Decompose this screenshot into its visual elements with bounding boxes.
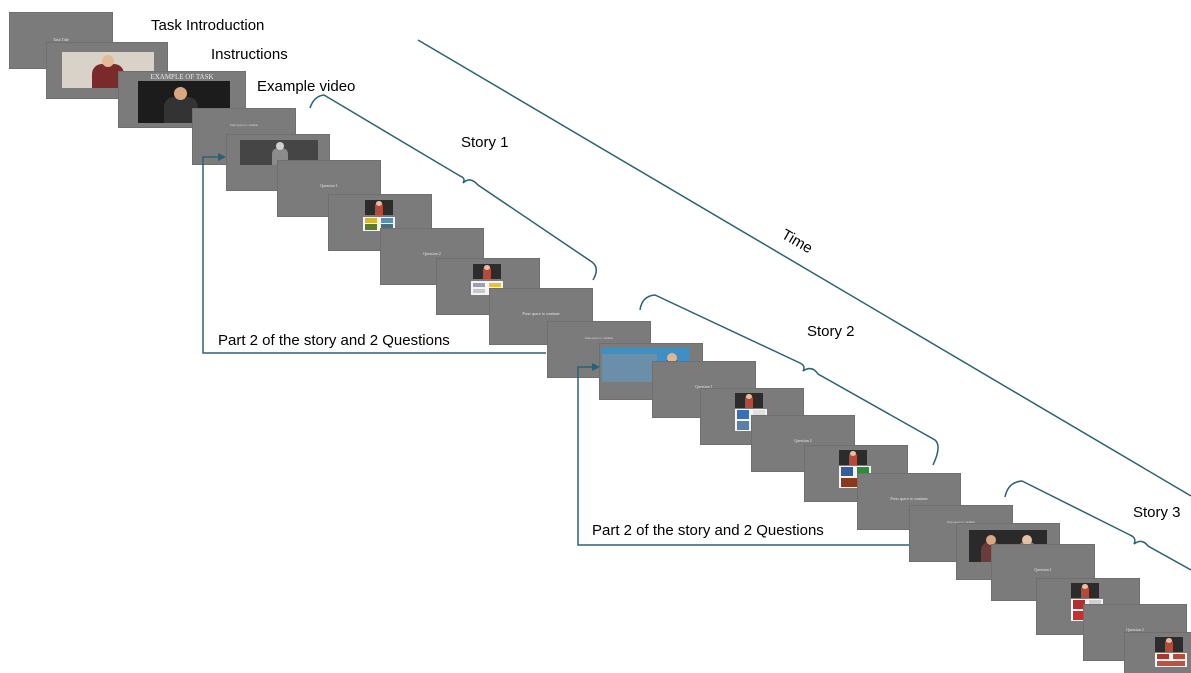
story3-brace <box>1004 480 1191 571</box>
story1-video-frame <box>240 140 318 165</box>
story1-loop-arrowhead <box>218 153 226 161</box>
slide-intro-title: Task Title <box>53 37 69 42</box>
signer-head <box>986 535 996 545</box>
signer-figure <box>272 148 288 165</box>
signer-thumbnail <box>365 200 393 215</box>
label-part2-story2: Part 2 of the story and 2 Questions <box>592 522 824 539</box>
question2-label: Question 2 <box>794 438 812 443</box>
second-person-head <box>1022 535 1032 545</box>
story2-brace <box>639 294 939 466</box>
signer-thumbnail <box>1155 637 1183 652</box>
story1-brace <box>309 94 597 281</box>
signer-head <box>174 87 187 100</box>
question1-label: Question 1 <box>320 183 338 188</box>
question2-label: Question 2 <box>1126 627 1144 632</box>
signer-figure <box>164 97 198 123</box>
continue-label: Press space to continue <box>890 496 928 501</box>
signer-thumbnail <box>735 393 763 408</box>
slide-example-title: EXAMPLE OF TASK <box>150 73 214 81</box>
slide-story1-answers1 <box>329 195 431 250</box>
label-story-1: Story 1 <box>461 134 509 151</box>
label-instructions: Instructions <box>211 46 288 63</box>
answer-options <box>363 217 395 231</box>
signer-head <box>667 353 677 363</box>
signer-head <box>276 142 284 150</box>
slide-story3-text: Press space to continue <box>947 520 975 524</box>
signer-head <box>102 55 114 67</box>
label-story-2: Story 2 <box>807 323 855 340</box>
slide-story1-text: Press space to continue <box>230 123 258 127</box>
label-task-introduction: Task Introduction <box>151 17 265 34</box>
label-example-video: Example video <box>257 78 356 95</box>
story2-loop-line <box>577 366 909 546</box>
continue-label: Press space to continue <box>522 311 560 316</box>
story1-loop-line <box>202 156 546 354</box>
question2-label: Question 2 <box>423 251 441 256</box>
slide-story2-text: Press space to continue <box>585 336 613 340</box>
question1-label: Question 1 <box>695 384 713 389</box>
signer-figure <box>92 64 124 88</box>
label-story-3: Story 3 <box>1133 504 1181 521</box>
question1-label: Question 1 <box>1034 567 1052 572</box>
answer-options <box>1155 653 1187 667</box>
signer-thumbnail <box>839 450 867 465</box>
story2-loop-arrowhead <box>592 363 600 371</box>
signer-thumbnail <box>1071 583 1099 598</box>
label-part2-story1: Part 2 of the story and 2 Questions <box>218 332 450 349</box>
signer-thumbnail <box>473 264 501 279</box>
time-axis-line <box>417 39 1191 497</box>
